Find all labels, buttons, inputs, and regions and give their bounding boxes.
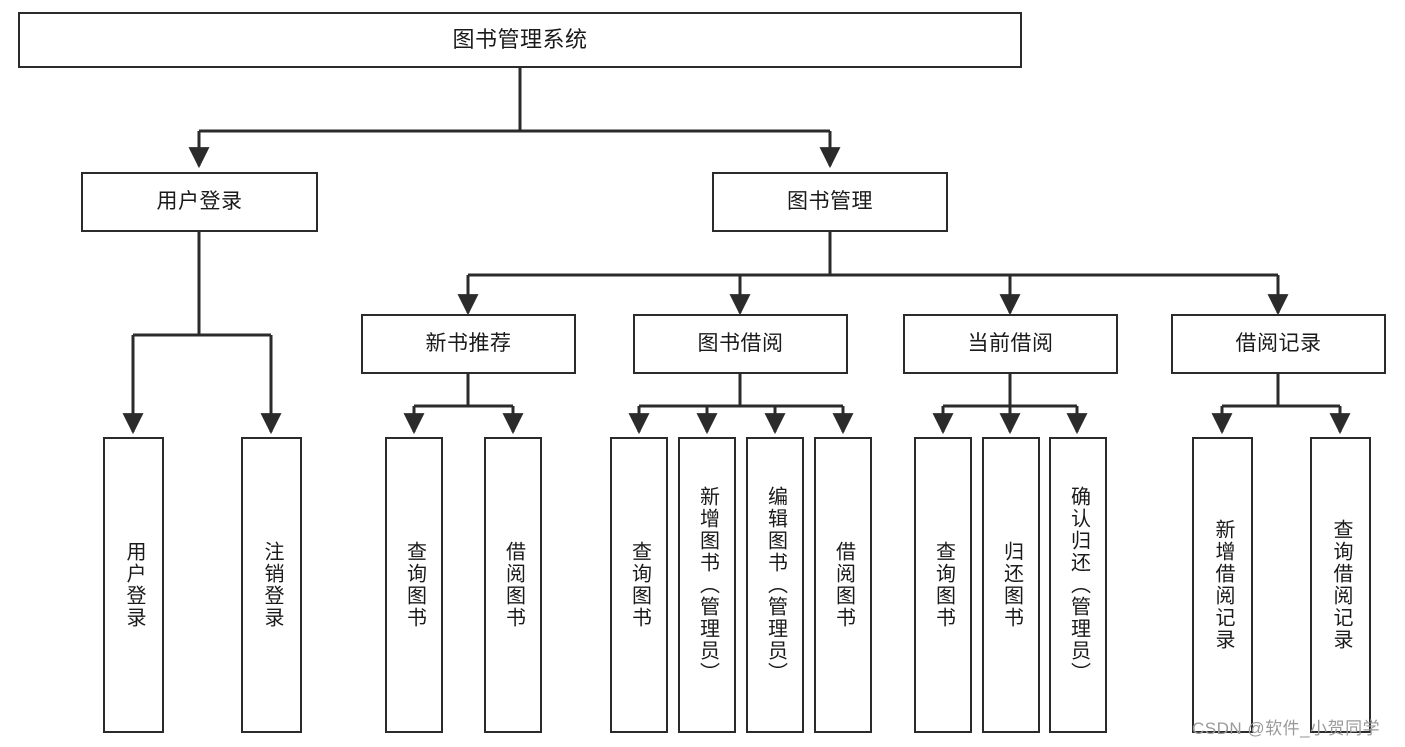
leaf-logout-login[interactable]: 注销登录 [241,437,302,733]
node-label: 查询借阅记录 [1330,519,1352,651]
node-root-system[interactable]: 图书管理系统 [18,12,1022,68]
leaf-query-book-3[interactable]: 查询图书 [914,437,972,733]
node-new-book-recommend[interactable]: 新书推荐 [361,314,576,374]
node-book-borrow[interactable]: 图书借阅 [633,314,848,374]
node-label: 用户登录 [156,189,243,213]
node-label: 新书推荐 [425,331,512,355]
leaf-query-record[interactable]: 查询借阅记录 [1310,437,1371,733]
leaf-add-record[interactable]: 新增借阅记录 [1192,437,1253,733]
node-label: 图书借阅 [697,331,784,355]
node-label: 用户登录 [123,541,145,629]
leaf-borrow-book-1[interactable]: 借阅图书 [484,437,542,733]
leaf-borrow-book-2[interactable]: 借阅图书 [814,437,872,733]
node-label: 借阅图书 [502,541,525,629]
node-label: 查询图书 [932,541,955,629]
leaf-confirm-return[interactable]: 确认归还（管理员） [1049,437,1107,733]
node-book-management[interactable]: 图书管理 [712,172,948,232]
leaf-edit-book[interactable]: 编辑图书（管理员） [746,437,804,733]
node-label: 归还图书 [1000,541,1023,629]
node-label: 图书管理系统 [452,27,588,53]
node-label: 借阅记录 [1235,331,1322,355]
leaf-return-book[interactable]: 归还图书 [982,437,1040,733]
node-label: 确认归还（管理员） [1067,486,1090,684]
node-label: 查询图书 [628,541,651,629]
node-label: 新增借阅记录 [1212,519,1234,651]
node-label: 编辑图书（管理员） [764,486,787,684]
leaf-user-login[interactable]: 用户登录 [103,437,164,733]
node-current-borrow[interactable]: 当前借阅 [903,314,1118,374]
leaf-add-book[interactable]: 新增图书（管理员） [678,437,736,733]
leaf-query-book-2[interactable]: 查询图书 [610,437,668,733]
node-label: 当前借阅 [967,331,1054,355]
node-label: 借阅图书 [832,541,855,629]
node-user-login[interactable]: 用户登录 [81,172,318,232]
node-label: 查询图书 [403,541,426,629]
node-label: 新增图书（管理员） [696,486,719,684]
node-borrow-record[interactable]: 借阅记录 [1171,314,1386,374]
node-label: 注销登录 [261,541,283,629]
leaf-query-book-1[interactable]: 查询图书 [385,437,443,733]
csdn-watermark: CSDN @软件_小贺同学 [1192,719,1381,738]
node-label: 图书管理 [787,189,873,213]
